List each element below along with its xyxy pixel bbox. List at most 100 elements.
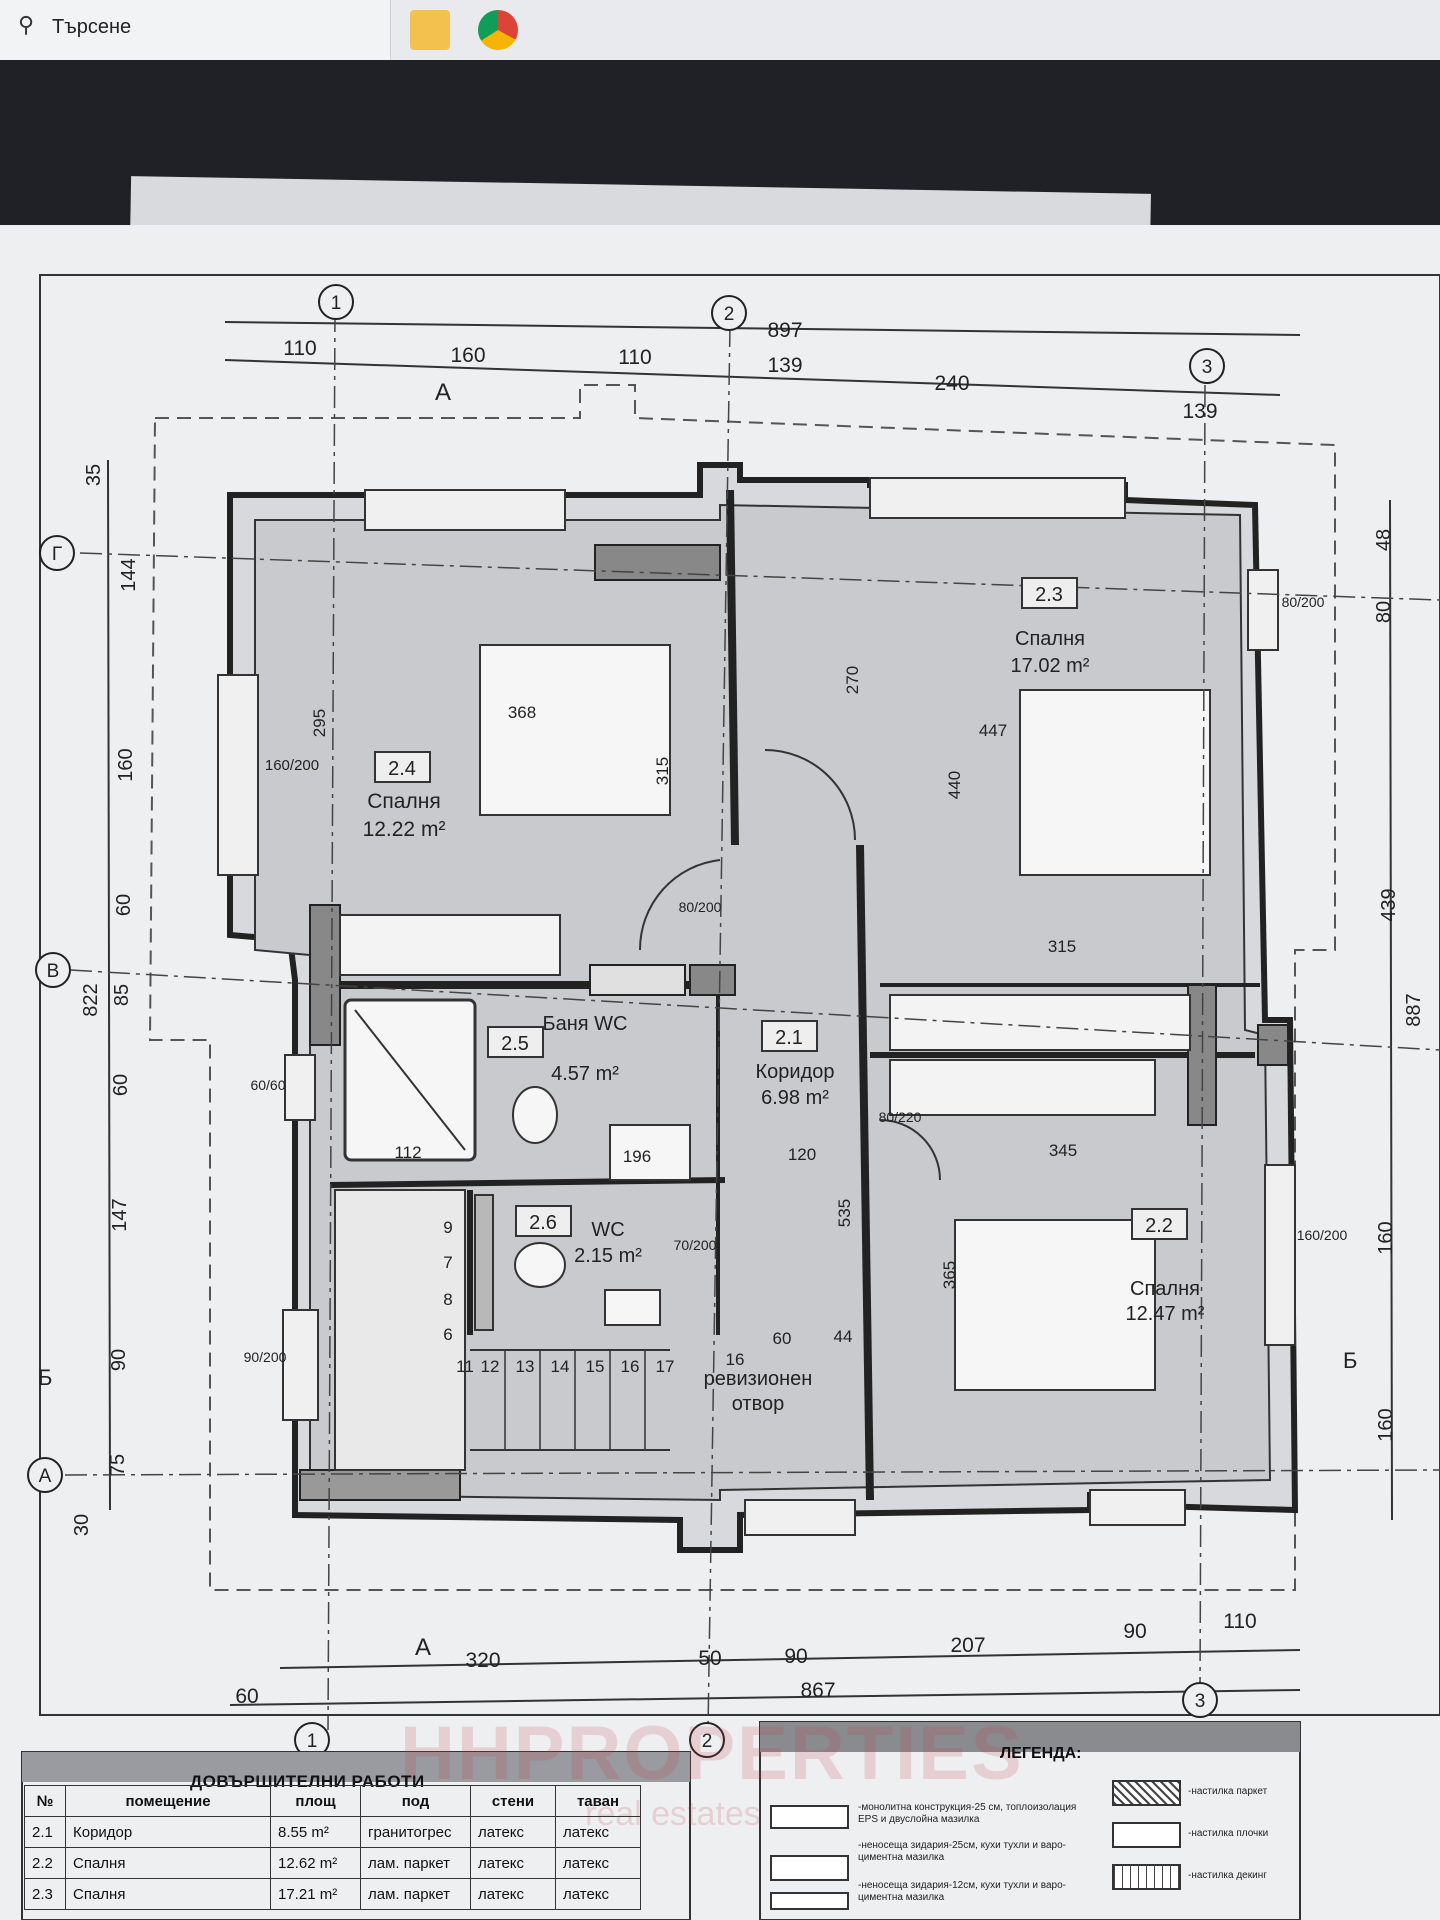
window-size-label: 80/220 bbox=[879, 1109, 922, 1125]
window-size-label: 160/200 bbox=[1297, 1227, 1348, 1243]
table-cell: латекс bbox=[470, 1878, 556, 1910]
section-marker: А bbox=[435, 379, 451, 406]
legend-swatch-tiles bbox=[1112, 1822, 1181, 1848]
dimension-label: 35 bbox=[83, 464, 105, 486]
table-cell: 12.62 m² bbox=[270, 1847, 361, 1879]
legend-item: -настилка паркет bbox=[1188, 1786, 1268, 1797]
legend-swatch bbox=[770, 1892, 849, 1910]
axis-label: А bbox=[39, 1466, 52, 1487]
column-header: под bbox=[360, 1785, 471, 1817]
window-size-label: 160/200 bbox=[265, 757, 319, 774]
table-cell: 2.1 bbox=[24, 1816, 66, 1848]
inner-dimension: 345 bbox=[1049, 1141, 1077, 1160]
inner-dimension: 365 bbox=[940, 1261, 959, 1289]
chrome-icon[interactable] bbox=[478, 10, 518, 50]
room-number-2-6: 2.6 bbox=[529, 1212, 557, 1234]
table-cell: гранитогрес bbox=[360, 1816, 471, 1848]
dimension-label: 60 bbox=[235, 1685, 258, 1708]
room-number-2-5: 2.5 bbox=[501, 1033, 529, 1055]
inner-dimension: 315 bbox=[653, 757, 672, 785]
stair-step: 8 bbox=[443, 1290, 452, 1309]
stair-step: 15 bbox=[586, 1357, 605, 1376]
table-cell: латекс bbox=[470, 1847, 556, 1879]
room-area-2-6: 2.15 m² bbox=[574, 1245, 642, 1267]
table-cell: Коридор bbox=[65, 1816, 271, 1848]
inner-dimension: 60 bbox=[773, 1329, 792, 1348]
axis-label: Г bbox=[52, 544, 62, 565]
legend-item: -неносеща зидария-25см, кухи тухли и вар… bbox=[858, 1840, 1066, 1863]
revision-opening-note: отвор bbox=[732, 1393, 785, 1415]
axis-1-top bbox=[318, 284, 354, 320]
axis-label: 1 bbox=[307, 1731, 318, 1752]
table-row: 2.1 Коридор 8.55 m² гранитогрес латекс л… bbox=[24, 1816, 641, 1848]
inner-dimension: 295 bbox=[310, 709, 329, 737]
legend-item: -настилка декинг bbox=[1188, 1870, 1267, 1881]
room-name-2-4: Спалня bbox=[367, 790, 440, 813]
stair-step: 16 bbox=[621, 1357, 640, 1376]
column-header: таван bbox=[555, 1785, 641, 1817]
table-cell: латекс bbox=[555, 1878, 641, 1910]
axis-label: 1 bbox=[331, 293, 342, 314]
dimension-label: 897 bbox=[767, 319, 802, 342]
stair-step: 7 bbox=[443, 1253, 452, 1272]
inner-dimension: 44 bbox=[834, 1327, 853, 1346]
inner-dimension: 120 bbox=[788, 1145, 816, 1164]
room-name-2-3: Спалня bbox=[1015, 628, 1085, 650]
dimension-label: 50 bbox=[698, 1647, 721, 1670]
inner-dimension: 112 bbox=[394, 1143, 421, 1162]
table-header-row: № помещение площ под стени таван bbox=[24, 1785, 641, 1817]
dimension-label: 139 bbox=[1182, 400, 1217, 423]
stair-step: 13 bbox=[516, 1357, 535, 1376]
section-marker: Б bbox=[38, 1365, 52, 1390]
inner-dimension: 447 bbox=[979, 721, 1007, 740]
section-marker: Б bbox=[1343, 1348, 1357, 1373]
room-number-2-4: 2.4 bbox=[388, 758, 416, 780]
table-cell: Спалня bbox=[65, 1847, 271, 1879]
dimension-label: 85 bbox=[111, 984, 133, 1006]
inner-dimension: 368 bbox=[508, 703, 536, 722]
axis-2-bottom bbox=[689, 1722, 725, 1758]
stair-step: 17 bbox=[656, 1357, 675, 1376]
dimension-label: 90 bbox=[108, 1349, 130, 1371]
dimension-label: 48 bbox=[1373, 529, 1395, 551]
search-icon: ⚲ bbox=[18, 12, 35, 37]
dimension-label: 30 bbox=[71, 1514, 93, 1536]
dimension-label: 160 bbox=[1375, 1221, 1397, 1254]
room-number-2-1: 2.1 bbox=[775, 1027, 803, 1049]
window-size-label: 80/200 bbox=[1282, 594, 1325, 610]
dimension-label: 207 bbox=[950, 1634, 985, 1657]
dimension-label: 110 bbox=[618, 346, 651, 369]
axis-label: 2 bbox=[702, 1731, 713, 1752]
room-number-2-3: 2.3 bbox=[1035, 584, 1063, 606]
room-number-2-2: 2.2 bbox=[1145, 1215, 1173, 1237]
stair-step: 11 bbox=[456, 1357, 474, 1376]
table-cell: Спалня bbox=[65, 1878, 271, 1910]
legend-swatch-decking bbox=[1112, 1864, 1181, 1890]
table-cell: 8.55 m² bbox=[270, 1816, 361, 1848]
dimension-label: 887 bbox=[1403, 993, 1425, 1026]
taskbar: ⚲ Търсене bbox=[0, 0, 1440, 60]
axis-g-left bbox=[39, 535, 75, 571]
dimension-label: 60 bbox=[110, 1074, 132, 1096]
room-area-2-5: 4.57 m² bbox=[551, 1063, 619, 1085]
legend-swatch-parquet bbox=[1112, 1780, 1181, 1806]
taskbar-search[interactable]: ⚲ Търсене bbox=[0, 0, 391, 60]
inner-dimension: 196 bbox=[623, 1147, 651, 1166]
file-explorer-icon[interactable] bbox=[410, 10, 450, 50]
dimension-label: 160 bbox=[1375, 1408, 1397, 1441]
legend-swatch bbox=[770, 1805, 849, 1829]
stair-step: 9 bbox=[443, 1218, 452, 1237]
search-placeholder: Търсене bbox=[52, 16, 132, 38]
inner-dimension: 315 bbox=[1048, 937, 1076, 956]
axis-label: 3 bbox=[1202, 357, 1213, 378]
table-cell: 17.21 m² bbox=[270, 1878, 361, 1910]
table-cell: 2.3 bbox=[24, 1878, 66, 1910]
table-cell: латекс bbox=[555, 1816, 641, 1848]
dimension-label: 867 bbox=[800, 1679, 835, 1702]
inner-dimension: 535 bbox=[835, 1199, 854, 1227]
section-marker: А bbox=[415, 1634, 431, 1661]
table-row: 2.3 Спалня 17.21 m² лам. паркет латекс л… bbox=[24, 1878, 641, 1910]
axis-label: В bbox=[47, 961, 60, 982]
dimension-label: 439 bbox=[1378, 888, 1400, 921]
